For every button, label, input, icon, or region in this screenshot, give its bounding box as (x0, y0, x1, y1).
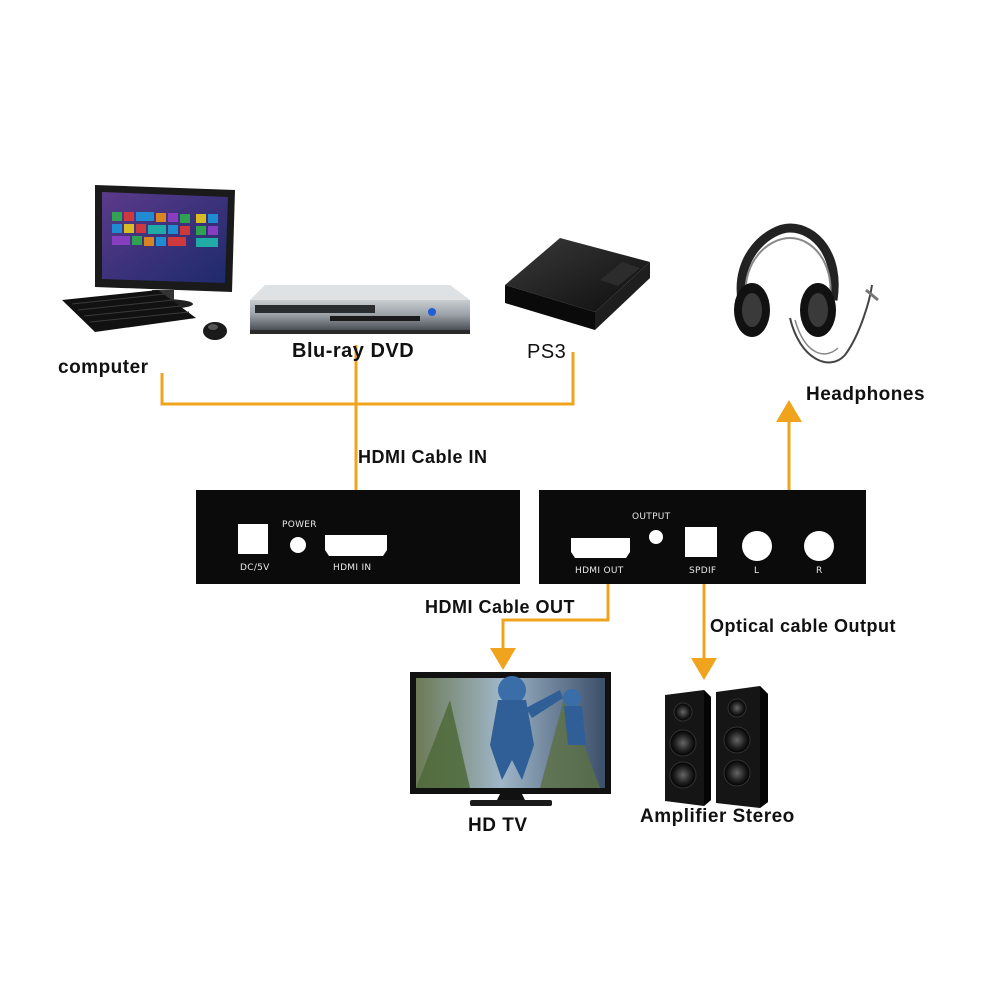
headphones-label: Headphones (806, 384, 926, 405)
hdmi-out-arrow (490, 648, 516, 670)
bluray-player-icon (250, 285, 470, 334)
hdmi-in-port-label: HDMI IN (333, 563, 372, 573)
headphones-icon (734, 223, 879, 364)
hdmi-cable-out-label: HDMI Cable OUT (425, 597, 576, 617)
hdmi-out-port-label: HDMI OUT (575, 566, 624, 576)
spdif-port-label: SPDIF (689, 566, 717, 576)
dc-port-label: DC/5V (240, 563, 270, 573)
computer-icon (62, 185, 235, 340)
hdtv-icon (410, 672, 611, 806)
ps3-console-icon (505, 238, 650, 330)
computer-label: computer (58, 357, 149, 378)
hdmi-in-port (325, 535, 387, 556)
input-cables (160, 345, 575, 510)
headphones-arrow (776, 400, 802, 422)
bluray-label: Blu-ray DVD (292, 340, 415, 362)
speakers-icon (665, 686, 768, 808)
right-jack-label: R (816, 566, 823, 576)
power-led (290, 537, 306, 553)
hdtv-label: HD TV (468, 815, 528, 836)
output-panel (539, 490, 866, 584)
input-panel (196, 490, 520, 584)
optical-arrow (691, 658, 717, 680)
spdif-port (685, 527, 717, 557)
left-jack-label: L (754, 566, 760, 576)
ps3-label: PS3 (527, 341, 567, 363)
audio-left-jack (742, 531, 772, 561)
power-led-label: POWER (282, 520, 317, 530)
output-cables (501, 568, 706, 660)
output-led (649, 530, 663, 544)
hdmi-out-port (571, 538, 630, 558)
hdmi-cable-in-label: HDMI Cable IN (358, 447, 488, 467)
optical-cable-label: Optical cable Output (710, 616, 897, 636)
audio-right-jack (804, 531, 834, 561)
output-led-label: OUTPUT (632, 512, 671, 522)
dc-power-port (238, 524, 268, 554)
amplifier-label: Amplifier Stereo (640, 806, 795, 827)
